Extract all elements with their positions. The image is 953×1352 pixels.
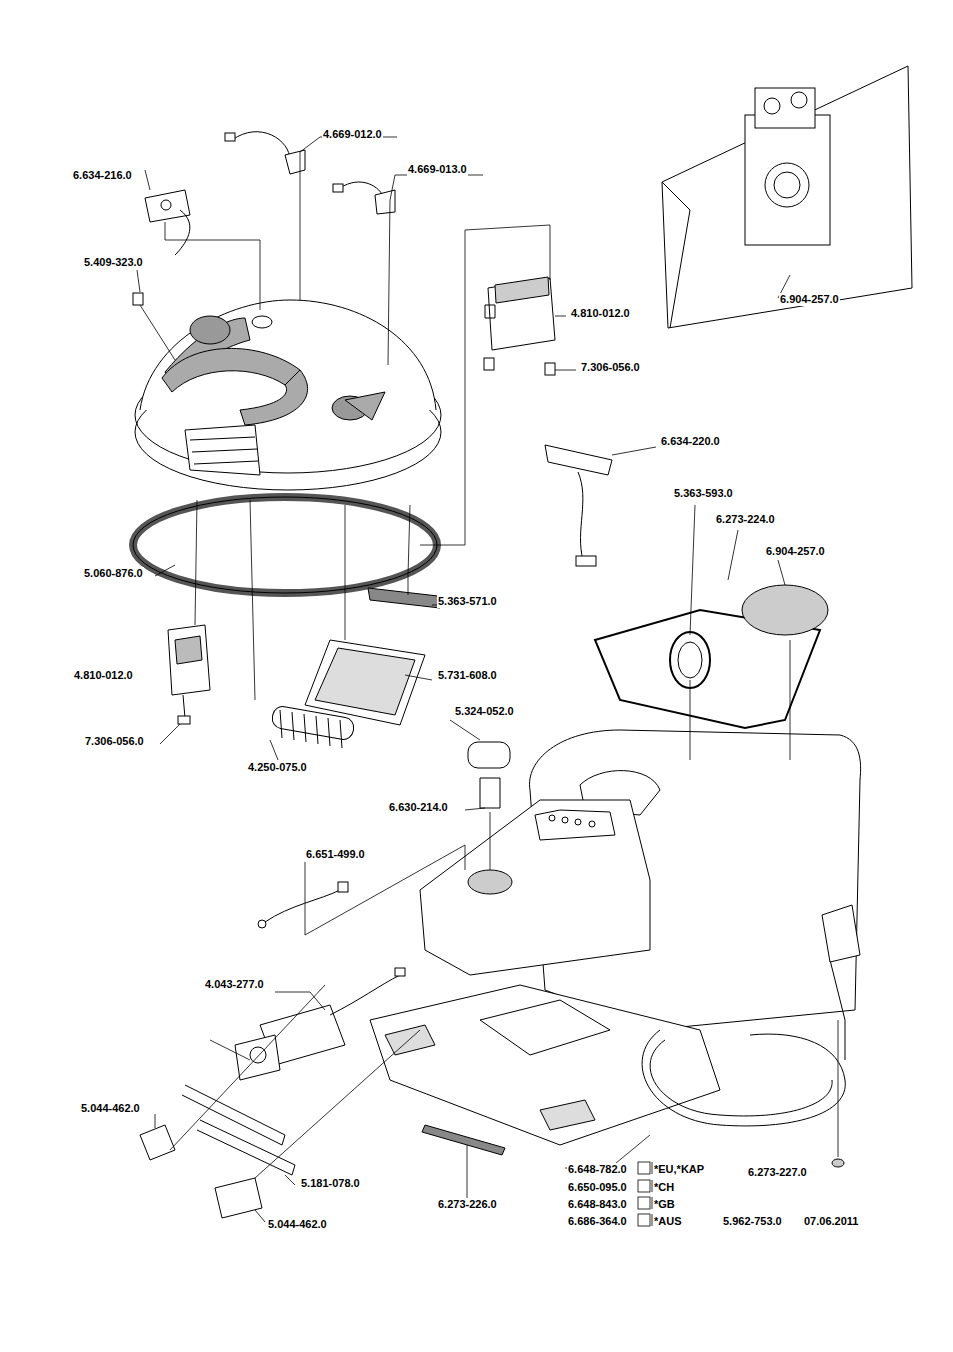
part-number: 5.044-462.0 [267, 1218, 328, 1231]
part-number: 5.363-593.0 [673, 487, 734, 500]
part-number: 5.731-608.0 [437, 669, 498, 682]
part-number: *AUS [653, 1215, 683, 1228]
part-number: 6.651-499.0 [305, 848, 366, 861]
part-number: 5.044-462.0 [80, 1102, 141, 1115]
part-number: 6.648-782.0 [567, 1163, 628, 1176]
part-number: *CH [653, 1181, 675, 1194]
part-number: 6.650-095.0 [567, 1181, 628, 1194]
part-number: 5.962-753.0 [722, 1215, 783, 1228]
part-number: 5.181-078.0 [300, 1177, 361, 1190]
part-number: 5.060-876.0 [83, 567, 144, 580]
part-number: 07.06.2011 [803, 1215, 859, 1228]
part-number: 7.306-056.0 [84, 735, 145, 748]
part-number: 6.686-364.0 [567, 1215, 628, 1228]
part-number: 4.250-075.0 [247, 761, 308, 774]
part-number: 6.273-226.0 [437, 1198, 498, 1211]
part-number: 5.409-323.0 [83, 256, 144, 269]
part-number: 6.904-257.0 [779, 293, 840, 306]
part-number: 4.810-012.0 [73, 669, 134, 682]
part-number: 6.634-216.0 [72, 169, 133, 182]
part-number: *EU,*KAP [653, 1163, 705, 1176]
part-number: 7.306-056.0 [580, 361, 641, 374]
part-number: 6.648-843.0 [567, 1198, 628, 1211]
part-number: 6.630-214.0 [388, 801, 449, 814]
part-number: 4.810-012.0 [570, 307, 631, 320]
part-number: 5.324-052.0 [454, 705, 515, 718]
part-number: 6.634-220.0 [660, 435, 721, 448]
part-number: *GB [653, 1198, 676, 1211]
part-number: 4.043-277.0 [204, 978, 265, 991]
part-number: 4.669-013.0 [407, 163, 468, 176]
part-number: 6.273-224.0 [715, 513, 776, 526]
part-number: 6.904-257.0 [765, 545, 826, 558]
part-number: 5.363-571.0 [437, 595, 498, 608]
part-number: 6.273-227.0 [747, 1166, 808, 1179]
part-number: 4.669-012.0 [322, 128, 383, 141]
